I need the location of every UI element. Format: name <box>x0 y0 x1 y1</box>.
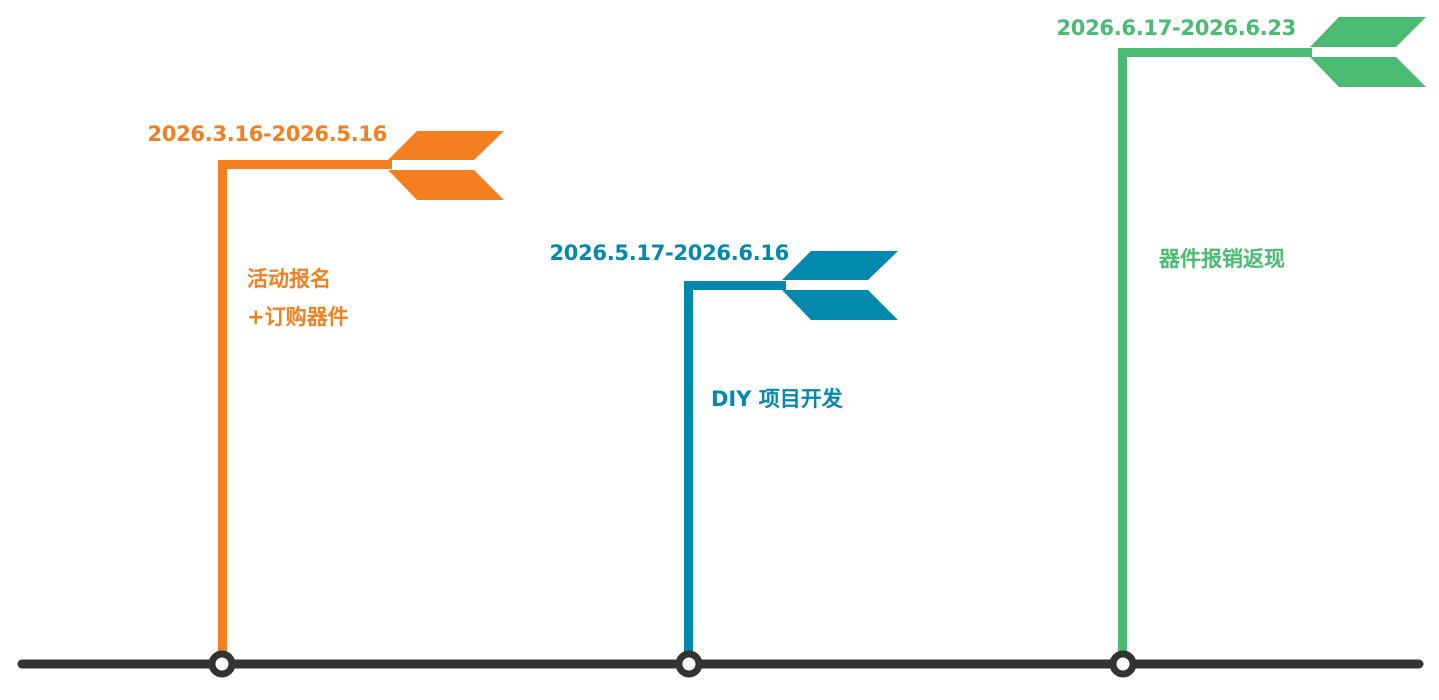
phase-1-description: 活动报名 +订购器件 <box>247 267 349 329</box>
phase-3-flag-lower <box>1310 57 1426 87</box>
phase-2-date: 2026.5.17-2026.6.16 <box>549 241 790 265</box>
timeline-node-1 <box>208 650 236 678</box>
phase-3-flag-upper <box>1310 17 1426 47</box>
phase-1-pole <box>218 160 227 654</box>
timeline-node-2 <box>675 650 703 678</box>
phase-2-description: DIY 项目开发 <box>711 387 843 411</box>
phase-3-description: 器件报销返现 <box>1159 247 1285 271</box>
phase-2-flag-lower <box>782 290 898 320</box>
phase-2-flag <box>684 251 898 654</box>
phase-3-pole <box>1118 48 1127 654</box>
phase-2-pole <box>684 281 693 654</box>
phase-2-arm <box>684 281 786 290</box>
phase-3-flag <box>1118 17 1426 654</box>
phase-1-arm <box>218 160 392 169</box>
phase-1-date: 2026.3.16-2026.5.16 <box>147 122 388 146</box>
phase-1-flag-upper <box>388 131 504 160</box>
phase-3-date: 2026.6.17-2026.6.23 <box>1056 16 1297 40</box>
timeline-node-3 <box>1109 650 1137 678</box>
phase-1-flag <box>218 131 504 654</box>
phase-1-flag-lower <box>388 170 504 200</box>
phase-2-flag-upper <box>782 251 898 280</box>
phase-3-arm <box>1118 48 1312 57</box>
